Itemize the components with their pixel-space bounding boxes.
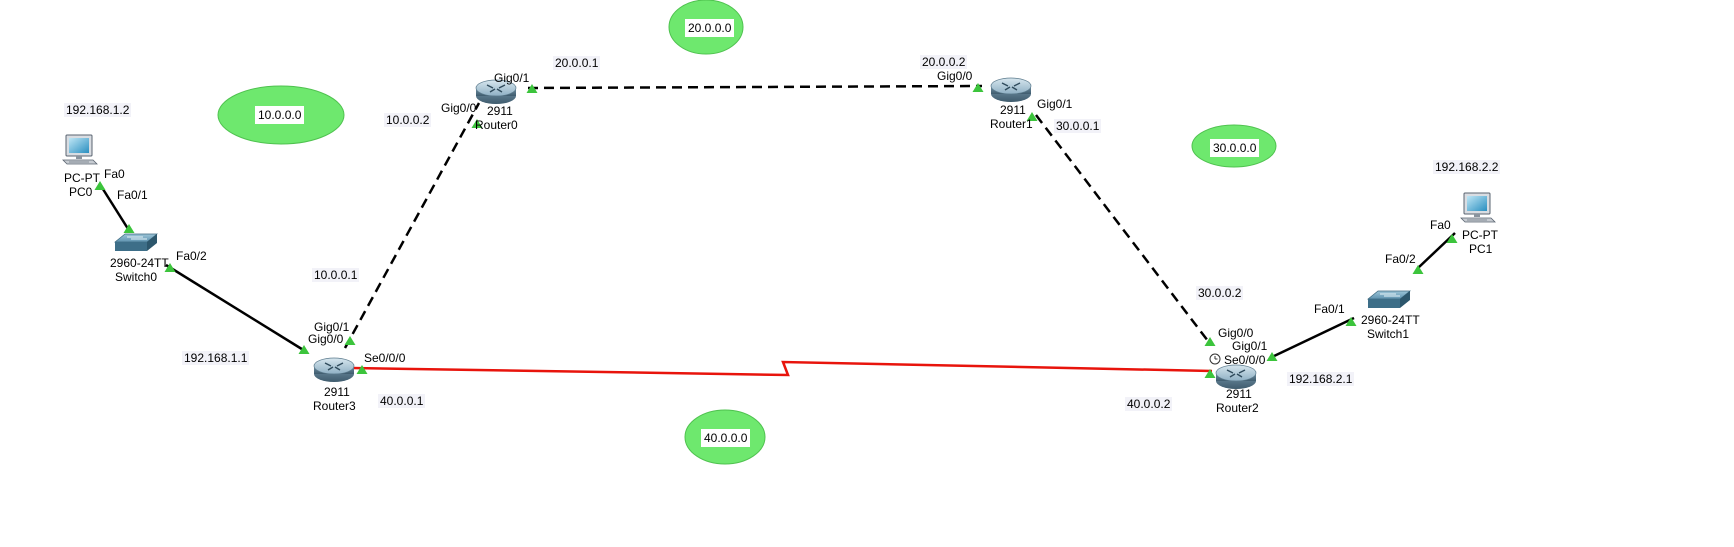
router3-port-gig00: Gig0/0 (308, 332, 344, 346)
router2-se-ip: 40.0.0.2 (1125, 397, 1173, 411)
router0-gig00-ip: 10.0.0.2 (384, 113, 432, 127)
router2-port-gig00: Gig0/0 (1218, 326, 1254, 340)
switch0-model: 2960-24TT (110, 256, 169, 270)
pc1-ip: 192.168.2.2 (1433, 160, 1501, 174)
router1-model: 2911 (1000, 103, 1026, 117)
link-router1-router2 (1035, 114, 1209, 342)
network-clouds (217, 0, 1277, 465)
router2-port-se000: Se0/0/0 (1224, 353, 1266, 367)
pc1-name: PC1 (1469, 242, 1493, 256)
router0-model: 2911 (487, 104, 513, 118)
pc0-name: PC0 (69, 185, 93, 199)
router0-port-gig00: Gig0/0 (441, 101, 477, 115)
router3-port-se000: Se0/0/0 (364, 351, 406, 365)
network-label-40: 40.0.0.0 (701, 429, 751, 447)
link-switch1-pc1 (1417, 232, 1456, 269)
devices (62, 77, 1496, 390)
switch0-name: Switch0 (115, 270, 158, 284)
router3-name: Router3 (313, 399, 356, 413)
router2-lan-ip: 192.168.2.1 (1287, 372, 1355, 386)
clock-icon (1209, 353, 1221, 365)
pc0-port-fa0: Fa0 (104, 167, 125, 181)
link-switch0-router3 (165, 263, 306, 353)
pc0-model: PC-PT (64, 171, 100, 185)
router3-model: 2911 (324, 385, 350, 399)
switch0-icon (114, 233, 158, 252)
links (99, 84, 1456, 377)
switch1-port-fa02: Fa0/2 (1385, 252, 1416, 266)
router1-port-gig01: Gig0/1 (1037, 97, 1073, 111)
pc0-icon (62, 134, 98, 165)
pc1-model: PC-PT (1462, 228, 1498, 242)
router2-icon (1215, 364, 1257, 390)
switch1-model: 2960-24TT (1361, 313, 1420, 327)
router2-gig00-ip: 30.0.0.2 (1196, 286, 1244, 300)
link-router0-router1 (527, 84, 983, 90)
switch1-icon (1367, 290, 1411, 309)
link-router3-router2-serial (351, 360, 1213, 377)
switch1-port-fa01: Fa0/1 (1314, 302, 1345, 316)
router1-gig01-ip: 30.0.0.1 (1054, 119, 1102, 133)
pc0-ip: 192.168.1.2 (64, 103, 132, 117)
router2-model: 2911 (1226, 387, 1252, 401)
switch1-name: Switch1 (1367, 327, 1410, 341)
switch0-port-fa02: Fa0/2 (176, 249, 207, 263)
pc1-icon (1460, 192, 1496, 223)
router3-port-gig01: Gig0/1 (314, 320, 350, 334)
router1-gig00-ip: 20.0.0.2 (920, 55, 968, 69)
network-label-30: 30.0.0.0 (1210, 139, 1260, 157)
router3-gig01-ip: 10.0.0.1 (312, 268, 360, 282)
network-label-20: 20.0.0.0 (685, 19, 735, 37)
router0-port-gig01: Gig0/1 (494, 71, 530, 85)
link-router2-switch1 (1271, 316, 1355, 359)
link-pc0-switch0 (99, 185, 132, 233)
router3-lan-ip: 192.168.1.1 (182, 351, 250, 365)
router2-name: Router2 (1216, 401, 1259, 415)
switch0-port-fa01: Fa0/1 (117, 188, 148, 202)
router3-icon (313, 357, 355, 383)
network-label-10: 10.0.0.0 (255, 106, 305, 124)
router1-name: Router1 (990, 117, 1033, 131)
router1-icon (990, 77, 1032, 103)
router1-port-gig00: Gig0/0 (937, 69, 973, 83)
link-router3-router0 (343, 102, 481, 349)
pc1-port-fa0: Fa0 (1430, 218, 1451, 232)
router0-gig01-ip: 20.0.0.1 (553, 56, 601, 70)
router0-name: Router0 (475, 118, 518, 132)
router3-se-ip: 40.0.0.1 (378, 394, 426, 408)
router2-port-gig01: Gig0/1 (1232, 339, 1268, 353)
